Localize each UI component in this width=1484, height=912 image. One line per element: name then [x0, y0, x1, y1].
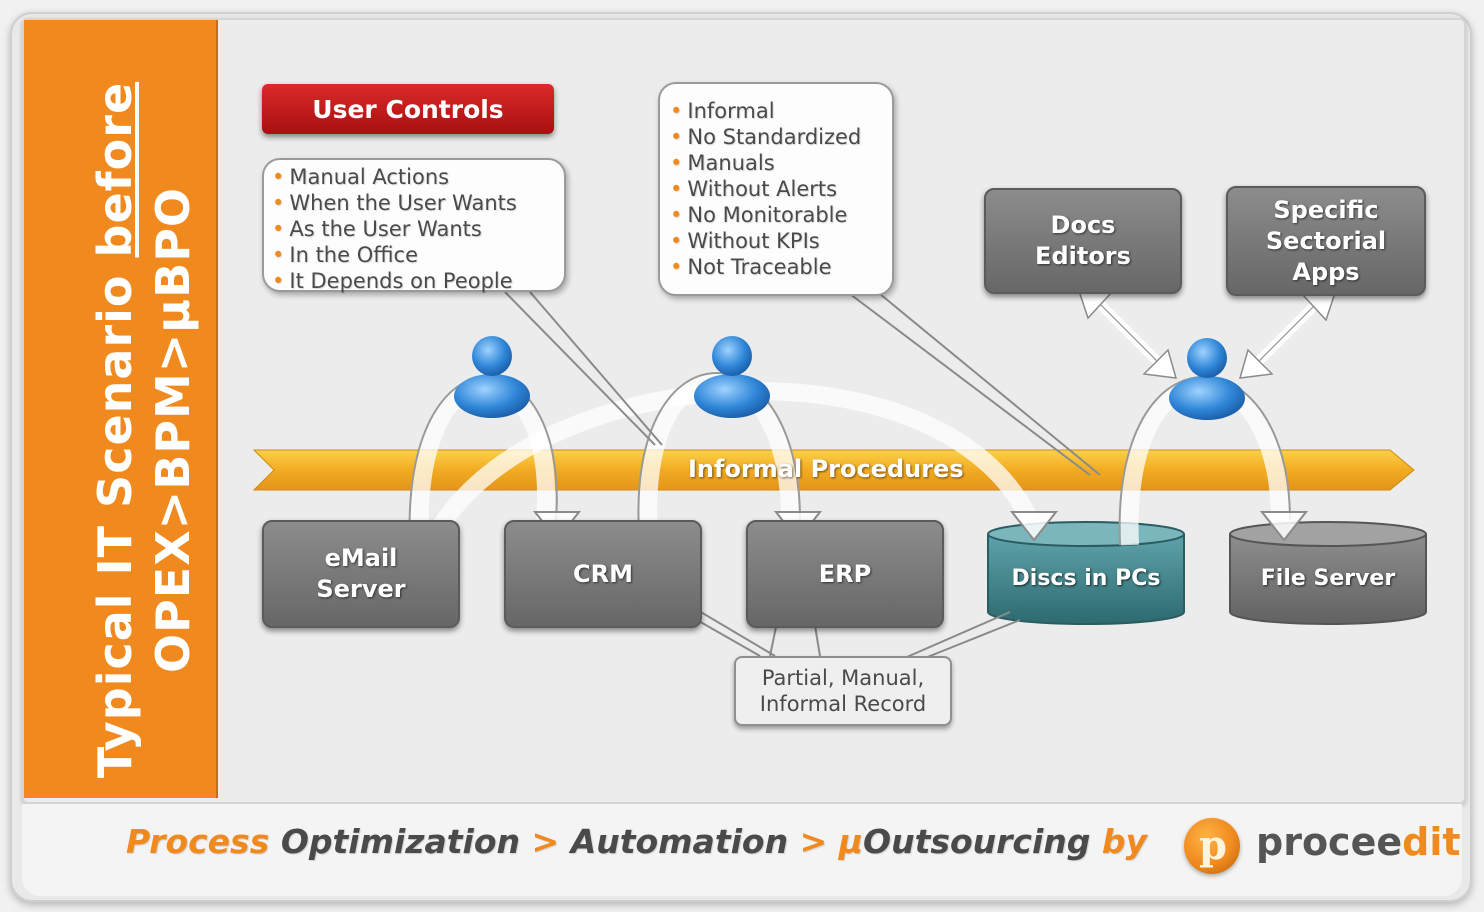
file-server-cylinder	[1229, 521, 1427, 625]
docs-editors-box: Docs Editors	[984, 188, 1182, 294]
email-server-box: eMail Server	[262, 520, 460, 628]
footer-separator: >	[531, 822, 560, 861]
docs-double-arrow	[1076, 287, 1178, 379]
callout-pointers	[504, 291, 1101, 476]
callout-item: It Depends on People	[272, 268, 564, 294]
sectorial-apps-label: Specific Sectorial Apps	[1265, 195, 1387, 286]
callout-item: Not Traceable	[670, 254, 892, 280]
callout-item: Informal	[670, 98, 892, 124]
callout-item: Without KPIs	[670, 228, 892, 254]
proceedit-logo-text: proceedit	[1256, 820, 1461, 864]
user-icon	[1169, 338, 1245, 420]
user-controls-callout: Manual Actions When the User Wants As th…	[262, 158, 566, 294]
email-server-label: eMail Server	[316, 544, 406, 603]
callout-item: In the Office	[272, 242, 564, 268]
callout-item: Manuals	[670, 150, 892, 176]
docs-editors-label: Docs Editors	[1035, 211, 1131, 270]
crm-box: CRM	[504, 520, 702, 628]
side-panel: Typical IT Scenario before OPEX>BPM>µBPO	[24, 20, 218, 798]
logo-text-accent: dit	[1402, 820, 1461, 864]
footer-word: Automation	[570, 822, 789, 861]
footer-word: Optimization	[280, 822, 521, 861]
crm-label: CRM	[573, 559, 633, 588]
informal-record-label: Partial, Manual, Informal Record	[759, 666, 927, 716]
proceedit-logo-icon: p	[1184, 818, 1240, 874]
footer-mu: µ	[838, 822, 864, 861]
callout-item: No Monitorable	[670, 202, 892, 228]
user-icon	[694, 336, 770, 418]
informal-procedures-label: Informal Procedures	[688, 455, 964, 483]
callout-item: As the User Wants	[272, 216, 564, 242]
callout-item: Manual Actions	[272, 164, 564, 190]
callout-item: Without Alerts	[670, 176, 892, 202]
callout-item: No Standardized	[670, 124, 892, 150]
discs-in-pcs-label: Discs in PCs	[1011, 566, 1161, 591]
sectorial-apps-box: Specific Sectorial Apps	[1226, 186, 1426, 296]
apps-double-arrow	[1238, 289, 1338, 379]
erp-box: ERP	[746, 520, 944, 628]
user-controls-banner: User Controls	[262, 84, 554, 134]
user-icon	[454, 336, 530, 418]
logo-text-main: procee	[1256, 820, 1403, 864]
informal-callout: Informal No Standardized Manuals Without…	[658, 82, 894, 296]
footer-word: Outsourcing	[863, 822, 1091, 861]
footer-tagline: Process Optimization > Automation > µOut…	[126, 822, 1147, 861]
callout-item: When the User Wants	[272, 190, 564, 216]
footer-word: Process	[126, 822, 270, 861]
footer-word: by	[1101, 822, 1148, 861]
informal-record-box: Partial, Manual, Informal Record	[734, 656, 952, 726]
footer-separator: >	[799, 822, 828, 861]
file-server-label: File Server	[1260, 566, 1396, 591]
erp-label: ERP	[818, 559, 872, 588]
